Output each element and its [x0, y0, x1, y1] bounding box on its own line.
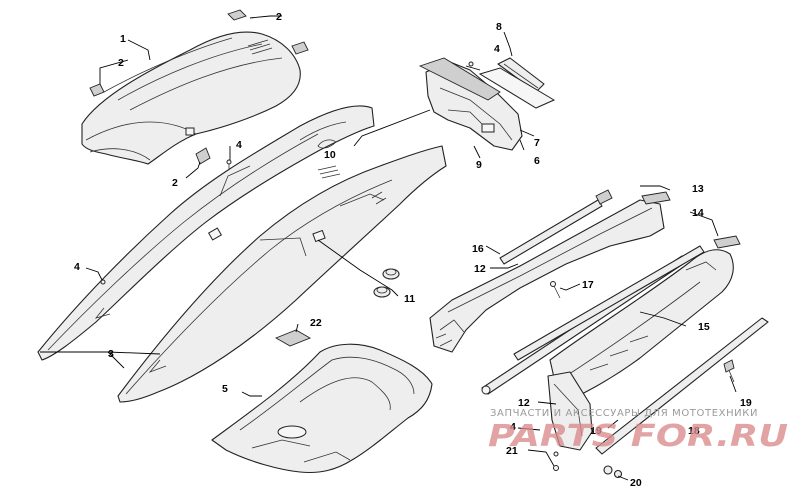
callout-15: 15: [698, 321, 710, 333]
bolt-19: [723, 359, 735, 383]
hood-cover: [81, 31, 301, 165]
callout-20: 20: [630, 477, 642, 489]
rail-lower: [547, 371, 593, 451]
callout-10: 10: [324, 149, 336, 161]
callout-8: 8: [496, 21, 502, 33]
callout-2-left: 2: [118, 57, 124, 69]
callout-1: 1: [120, 33, 126, 45]
plate: [478, 67, 556, 109]
callout-4-a: 4: [236, 139, 242, 151]
callout-14: 14: [692, 207, 704, 219]
callout-9: 9: [476, 159, 482, 171]
strip: [499, 189, 613, 265]
pad-14: [713, 235, 741, 249]
side-panel-right: [117, 145, 447, 403]
screw-4-a: [226, 159, 232, 170]
hood-vent: [247, 39, 273, 55]
nut-20: [603, 465, 623, 479]
pad-13: [641, 191, 671, 205]
fastener-cluster: [317, 165, 341, 179]
callout-3: 3: [108, 348, 114, 360]
watermark: ЗАПЧАСТИ И АКСЕССУАРЫ ДЛЯ МОТОТЕХНИКИ PA…: [488, 408, 788, 454]
watermark-text: ЗАПЧАСТИ И АКСЕССУАРЫ ДЛЯ МОТОТЕХНИКИ: [490, 408, 758, 419]
watermark-logo: PARTS FOR.RU: [488, 419, 788, 454]
screw-4-b: [100, 279, 106, 285]
screw-21: [553, 465, 559, 471]
callout-12-upper: 12: [474, 263, 486, 275]
callout-4-c: 4: [494, 43, 500, 55]
callout-17: 17: [582, 279, 594, 291]
bar-18: [481, 245, 769, 455]
callout-labels: 1 2 2 2 4 4 4 4 3 5 6 7 8 9 10 11 12 12 …: [74, 11, 752, 489]
callout-2-top: 2: [276, 11, 282, 23]
clip-left: [89, 83, 105, 97]
rail-upper: [429, 199, 665, 353]
callout-7: 7: [534, 137, 540, 149]
screw-4-c: [468, 61, 474, 67]
grommet: [373, 268, 400, 298]
bolt-17: [550, 281, 561, 299]
callout-11: 11: [404, 293, 415, 305]
callout-22: 22: [310, 317, 322, 329]
clip-bottom: [195, 147, 211, 165]
callout-18: 18: [688, 425, 700, 437]
clip-top: [227, 9, 247, 21]
leader-lines: [40, 15, 737, 481]
callout-4-d: 4: [510, 421, 516, 433]
callout-19-a: 19: [590, 425, 602, 437]
screw-4-d: [553, 451, 559, 457]
callout-4-b: 4: [74, 261, 80, 273]
callout-5: 5: [222, 383, 228, 395]
callout-13: 13: [692, 183, 704, 195]
callout-6: 6: [534, 155, 540, 167]
callout-19-b: 19: [740, 397, 752, 409]
clip-right: [291, 41, 309, 55]
callout-16: 16: [472, 243, 484, 255]
callout-2-bottom: 2: [172, 177, 178, 189]
callout-21: 21: [506, 445, 518, 457]
callout-12-lower: 12: [518, 397, 530, 409]
footrest: [549, 249, 734, 405]
pad-22: [274, 329, 312, 347]
side-panel-left: [37, 105, 375, 361]
bracket-housing: [418, 57, 523, 151]
tray: [211, 343, 433, 474]
